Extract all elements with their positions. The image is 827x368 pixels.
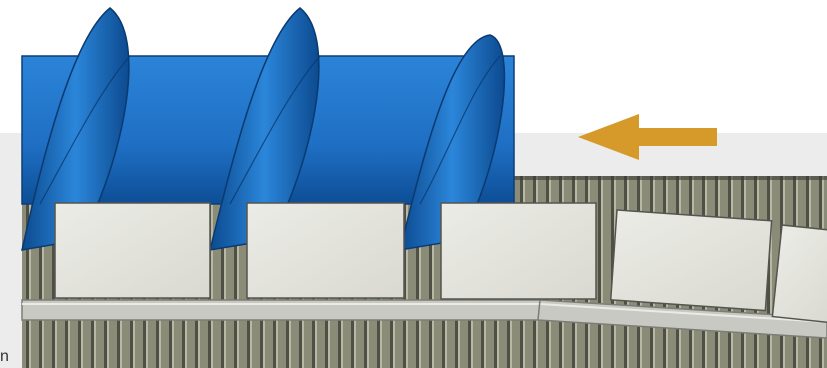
box-3 bbox=[441, 203, 596, 299]
box-2 bbox=[247, 203, 404, 298]
box-5 bbox=[772, 225, 827, 323]
box-1 bbox=[55, 203, 210, 298]
box-4 bbox=[611, 210, 772, 311]
caption-fragment: n bbox=[0, 346, 9, 368]
